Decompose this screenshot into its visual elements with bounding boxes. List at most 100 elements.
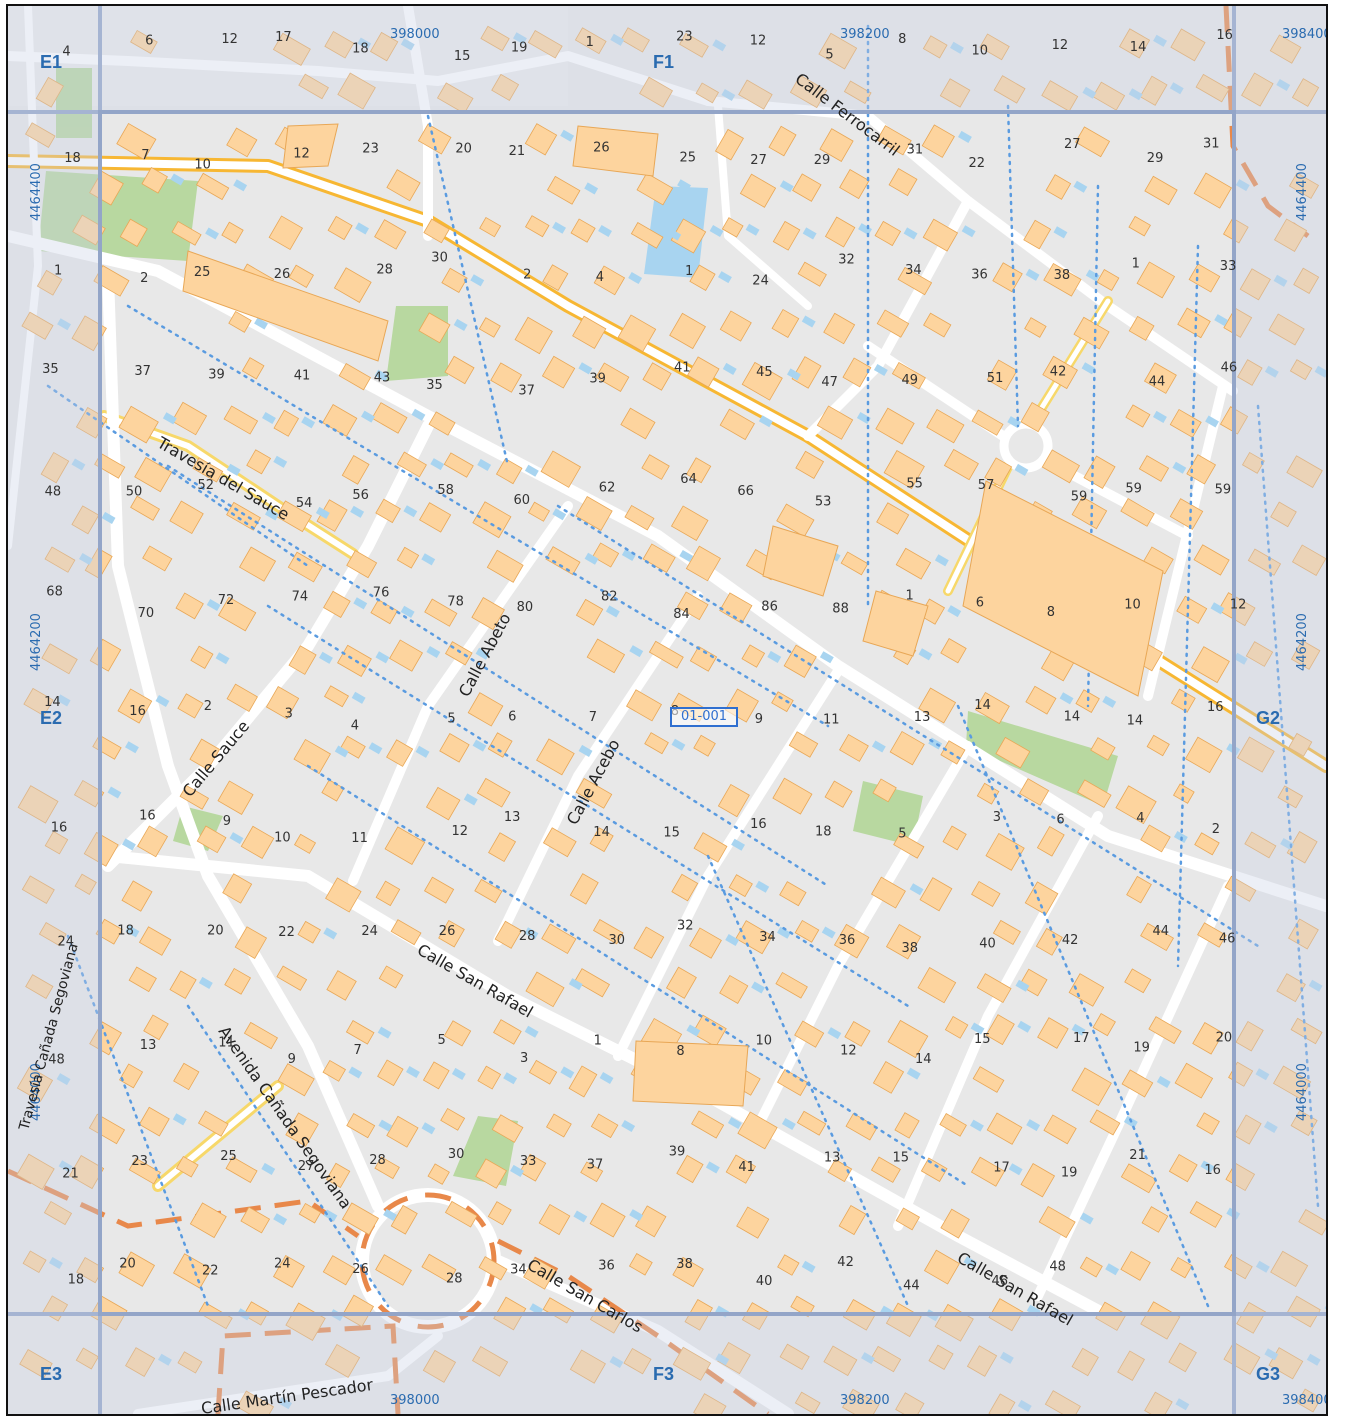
building	[287, 551, 323, 583]
building	[196, 172, 230, 201]
building	[783, 644, 817, 679]
building	[71, 505, 100, 535]
building	[346, 550, 378, 579]
building	[74, 873, 97, 895]
house-number: 4	[1136, 811, 1144, 826]
building	[546, 1113, 572, 1138]
building	[375, 880, 401, 907]
house-number: 14	[1130, 40, 1147, 55]
building	[779, 881, 807, 907]
building	[672, 1346, 712, 1381]
building	[1023, 219, 1052, 250]
building	[41, 643, 78, 675]
building	[541, 355, 576, 389]
building	[333, 267, 372, 303]
house-number: 4	[596, 270, 604, 285]
building	[418, 312, 451, 344]
building	[971, 880, 1001, 907]
building	[940, 638, 967, 664]
pool	[524, 1025, 539, 1038]
pool	[403, 505, 418, 518]
building	[939, 1113, 967, 1137]
house-number: 39	[669, 1145, 686, 1160]
pool	[903, 227, 918, 240]
pool	[1081, 362, 1096, 375]
municipal-boundary-east	[1223, 6, 1310, 238]
building	[796, 1110, 827, 1136]
building	[427, 1163, 450, 1185]
building	[1176, 595, 1208, 624]
pool	[1200, 1160, 1215, 1173]
building	[288, 645, 317, 675]
building	[322, 1255, 356, 1286]
building	[872, 1061, 905, 1094]
building	[739, 173, 777, 208]
building	[689, 927, 722, 959]
building	[1140, 922, 1174, 952]
house-number: 58	[437, 483, 454, 498]
house-number: 16	[1204, 1163, 1221, 1178]
pool	[918, 648, 933, 661]
house-number: 72	[218, 593, 235, 608]
house-number: 36	[971, 268, 988, 283]
house-number: 10	[1124, 598, 1141, 613]
coord-y-4464000-right: 4464000	[1295, 1063, 1310, 1121]
building	[844, 1021, 871, 1047]
pool	[1014, 463, 1029, 476]
building	[794, 1020, 825, 1048]
house-number: 5	[438, 1033, 446, 1048]
house-number: 26	[274, 267, 291, 282]
pool	[357, 37, 372, 50]
building	[1291, 544, 1326, 576]
building	[1068, 973, 1105, 1007]
house-number: 62	[599, 480, 616, 495]
pool	[1079, 1212, 1094, 1225]
pool	[599, 1071, 614, 1085]
building	[1042, 355, 1078, 390]
building	[986, 359, 1018, 391]
building	[1276, 973, 1306, 1003]
coord-y-4464200-left: 4464200	[29, 613, 44, 671]
building	[490, 362, 523, 393]
building	[689, 264, 716, 292]
building	[298, 1202, 322, 1224]
map-canvas[interactable]: E1 F1 E2 G2 E3 F3 G3 398000 398200 39840…	[6, 4, 1328, 1416]
pool	[909, 883, 924, 896]
pool	[1308, 979, 1323, 992]
building	[568, 1065, 598, 1098]
building	[893, 832, 925, 859]
house-number: 18	[64, 151, 81, 166]
house-number: 2	[523, 268, 531, 283]
building	[128, 1157, 161, 1185]
building	[444, 355, 475, 385]
pool	[1255, 1068, 1270, 1081]
building	[386, 739, 414, 767]
house-number: 40	[979, 937, 996, 952]
pool	[712, 39, 727, 52]
pool	[873, 363, 888, 377]
building	[1194, 832, 1220, 856]
house-number: 48	[48, 1052, 65, 1067]
house-number: 27	[298, 1159, 315, 1174]
building	[988, 1393, 1016, 1414]
house-number: 9	[755, 712, 763, 727]
house-number: 3	[993, 810, 1001, 825]
sheet-id-box[interactable]: 01-001	[670, 707, 738, 727]
building	[824, 780, 853, 808]
building	[1286, 455, 1323, 488]
house-number: 33	[1220, 259, 1237, 274]
building	[840, 551, 869, 576]
house-number: 12	[452, 824, 469, 839]
building	[719, 310, 752, 342]
building	[630, 222, 664, 249]
building	[1296, 1388, 1322, 1413]
house-number: 82	[601, 589, 618, 604]
building	[623, 1347, 652, 1375]
pool	[598, 225, 612, 238]
building	[239, 546, 277, 582]
building	[478, 1256, 508, 1281]
pool	[374, 369, 389, 382]
coord-y-4464400-left: 4464400	[29, 163, 44, 221]
pool	[278, 1397, 292, 1410]
